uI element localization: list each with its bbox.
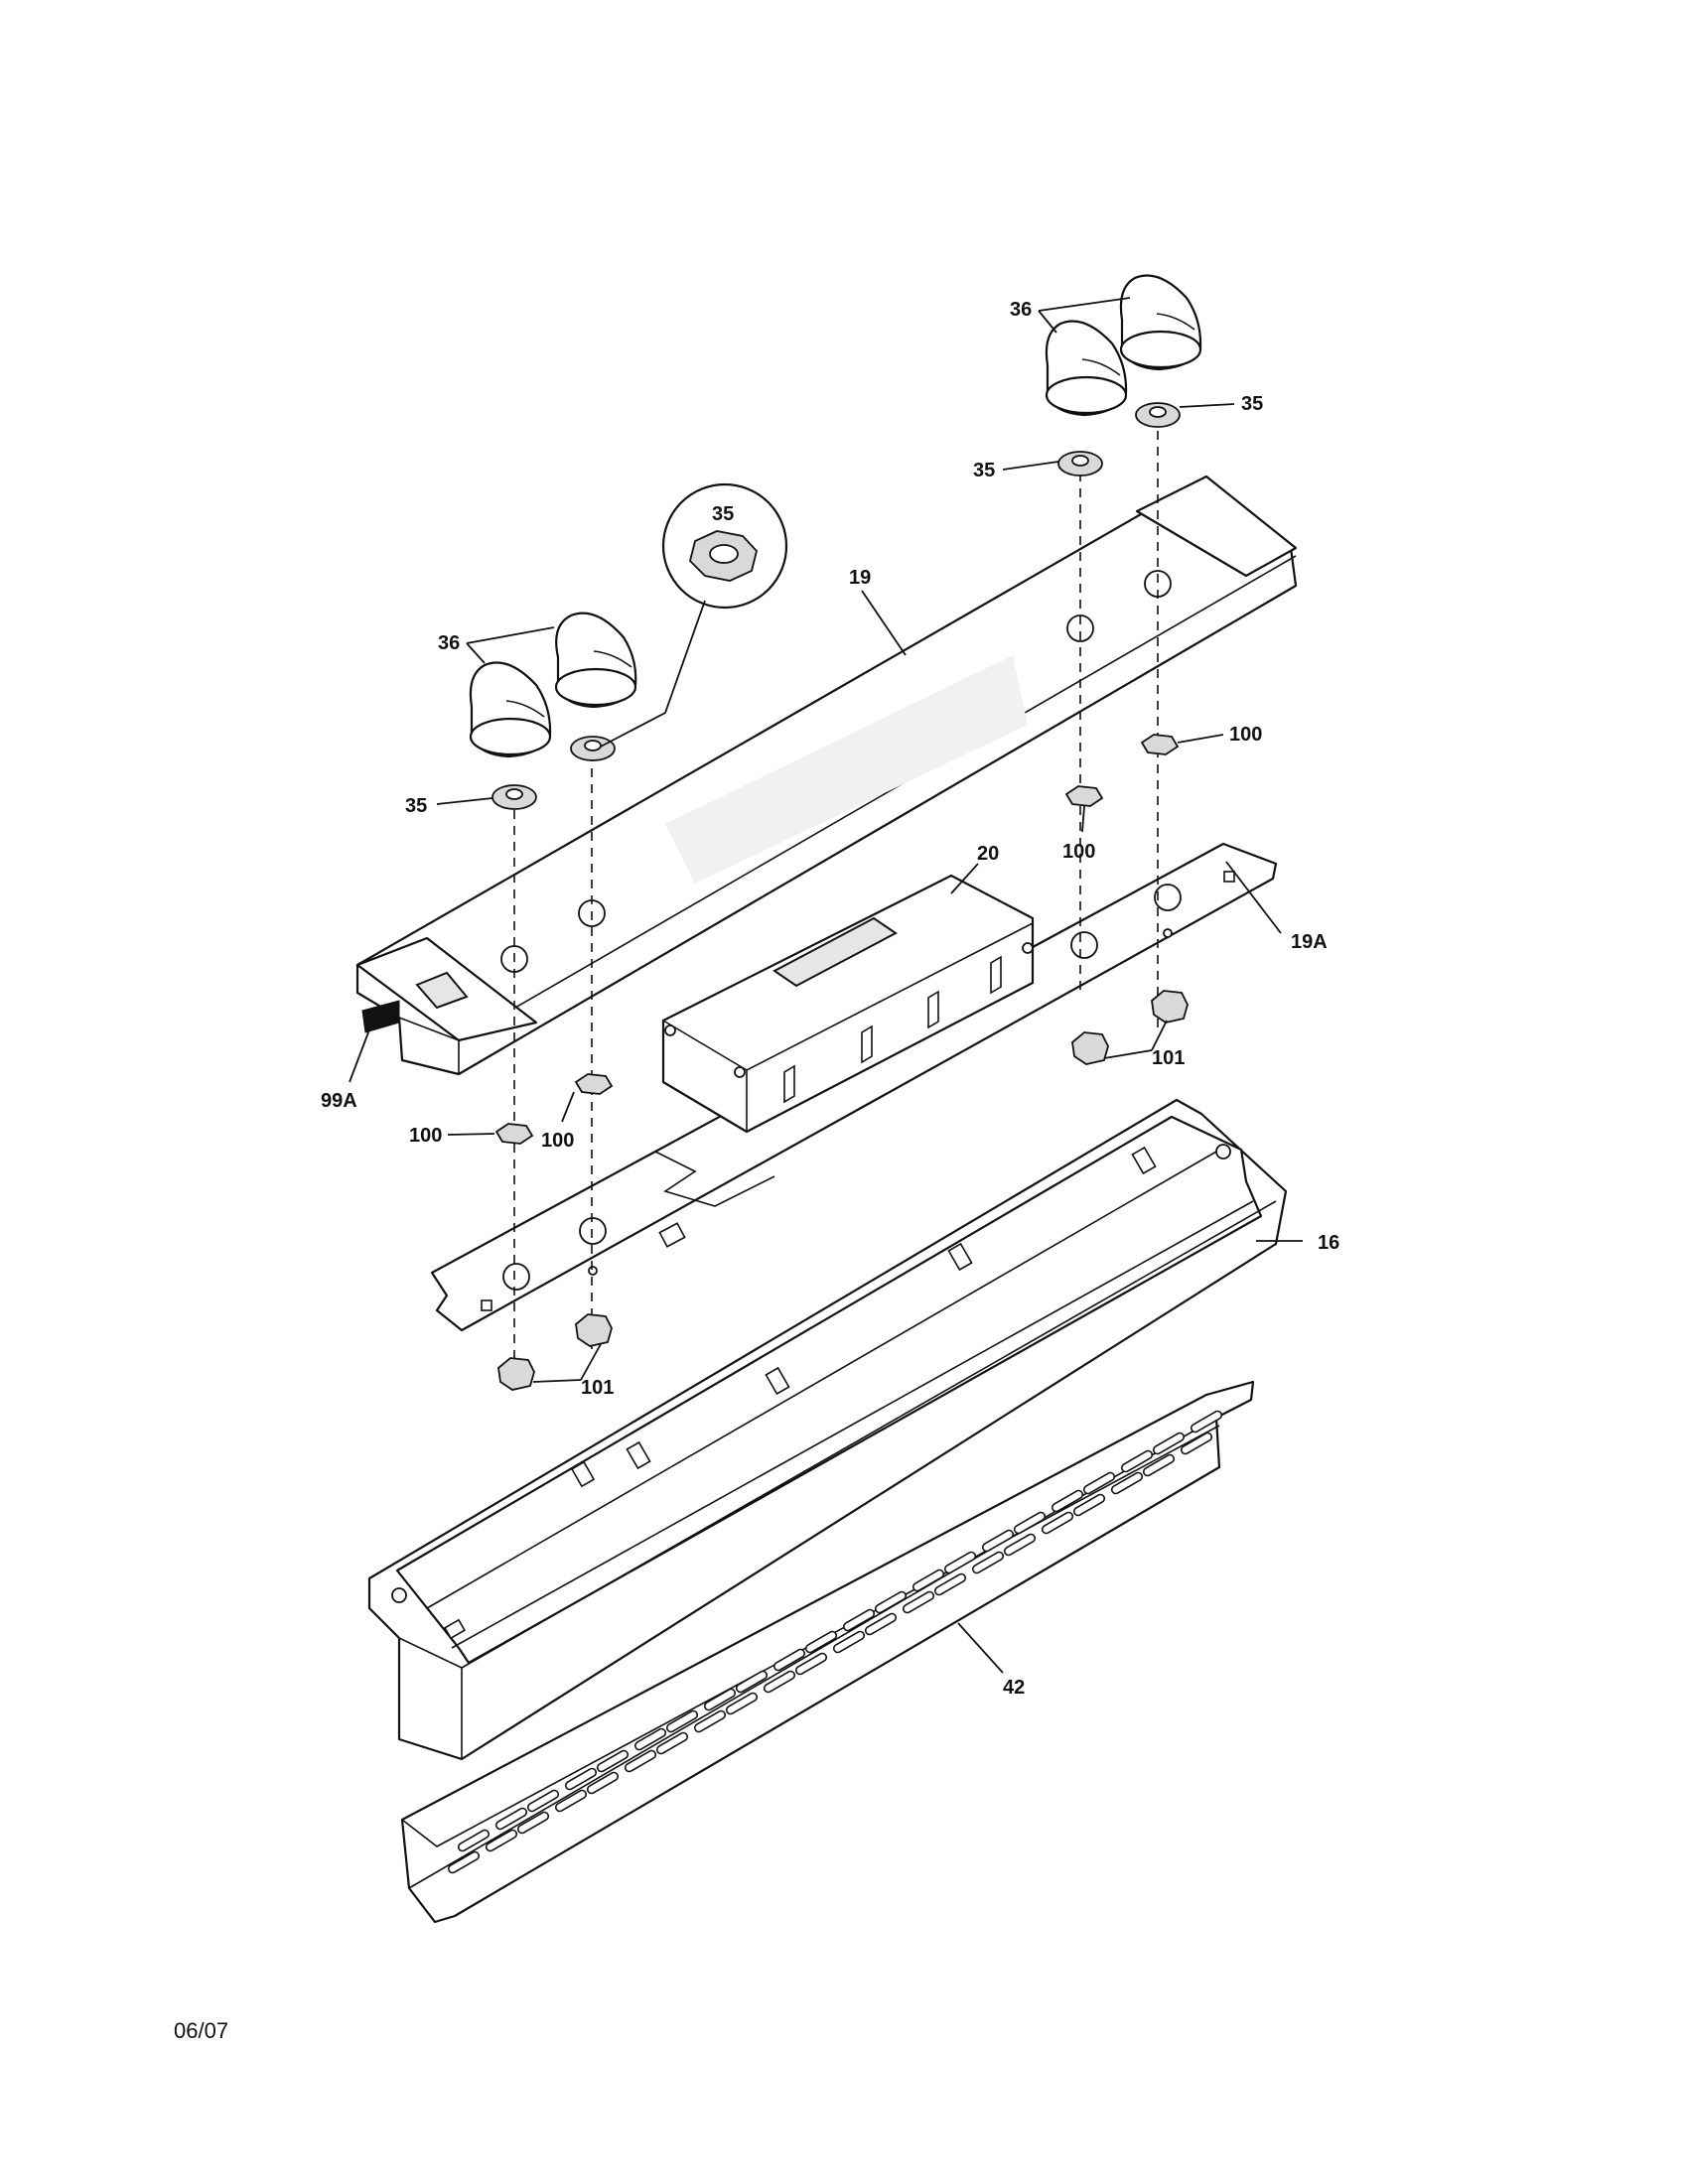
date-code: 06/07: [174, 2018, 228, 2043]
callout-labels: 36 36 35 35 35 35 19 20 19A 99A 100 100 …: [321, 299, 1339, 1699]
vent-slot: [971, 1551, 1005, 1574]
callout-panel: 19: [849, 567, 871, 589]
vent-slot: [981, 1529, 1015, 1553]
callout-nut-left: 101: [581, 1377, 614, 1399]
vent-trim-part: [400, 1380, 1255, 1924]
control-panel-part: [355, 475, 1298, 1076]
vent-slot: [665, 1709, 699, 1733]
callout-ribbon: 99A: [321, 1090, 357, 1112]
callout-washer-right-top: 35: [1241, 393, 1263, 415]
vent-slot: [772, 1648, 806, 1672]
nut-left-a: [497, 1357, 535, 1391]
vent-slot: [943, 1551, 977, 1574]
control-board-part: [661, 874, 1035, 1134]
alignment-lines: [513, 415, 1159, 1385]
callout-knob-left: 36: [438, 632, 460, 654]
vent-slot: [457, 1829, 491, 1852]
vent-slot: [933, 1572, 967, 1596]
vent-slot: [864, 1612, 898, 1636]
vent-slot: [794, 1652, 828, 1676]
callout-nut-right: 101: [1152, 1047, 1185, 1069]
vent-slot: [633, 1727, 667, 1751]
vent-slot: [494, 1807, 528, 1831]
vent-slot: [1180, 1432, 1213, 1455]
vent-slot: [586, 1771, 620, 1795]
nut-right-a: [1151, 990, 1189, 1024]
vent-slot: [804, 1630, 838, 1654]
callout-housing: 16: [1318, 1232, 1339, 1254]
knob-left-front: [469, 661, 552, 758]
callout-spacer-left-b: 100: [541, 1130, 574, 1152]
leader-lines: [349, 297, 1303, 1674]
vent-slot: [1110, 1471, 1144, 1495]
bracket-part: [430, 842, 1278, 1332]
vent-slot: [624, 1749, 657, 1773]
vent-slot: [554, 1789, 588, 1813]
washer-detail-circle: [600, 482, 788, 748]
washer-left-lower: [491, 784, 537, 810]
vent-slot: [596, 1749, 630, 1773]
vent-slot: [1041, 1511, 1074, 1535]
vent-slot: [832, 1630, 866, 1654]
vent-slot: [564, 1767, 598, 1791]
vent-slot: [447, 1850, 481, 1874]
callout-washer-left-lower: 35: [405, 795, 427, 817]
knob-left-rear: [554, 612, 637, 709]
knob-right-front: [1045, 320, 1128, 417]
vent-slot: [1051, 1489, 1084, 1513]
vent-slot: [1190, 1410, 1223, 1433]
callout-spacer-right-top: 100: [1229, 724, 1262, 746]
callout-washer-right-mid: 35: [973, 460, 995, 481]
vent-slot: [703, 1688, 737, 1711]
washer-right-mid: [1057, 451, 1103, 477]
vent-slot: [912, 1569, 945, 1592]
washer-right-top: [1135, 402, 1181, 428]
callout-spacer-right-mid: 100: [1062, 841, 1095, 863]
washer-left-upper: [570, 736, 616, 761]
vent-slot: [902, 1590, 935, 1614]
spacer-right-top: [1140, 734, 1180, 755]
vent-slot: [763, 1670, 796, 1694]
nut-left-b: [575, 1313, 613, 1347]
callout-knob-right: 36: [1010, 299, 1032, 321]
vent-slot: [693, 1709, 727, 1733]
vent-slot: [526, 1789, 560, 1813]
spacer-right-mid: [1064, 785, 1104, 807]
spacer-left-a: [494, 1123, 534, 1145]
knob-right-rear: [1119, 274, 1202, 371]
callout-spacer-left-a: 100: [409, 1125, 442, 1147]
vent-slot: [842, 1608, 876, 1632]
vent-slot: [874, 1590, 908, 1614]
vent-slot: [516, 1811, 550, 1835]
callout-bracket: 19A: [1291, 931, 1328, 953]
spacer-left-b: [574, 1073, 614, 1095]
callout-control-board: 20: [977, 843, 999, 865]
callout-washer-detail: 35: [712, 503, 734, 525]
housing-part: [367, 1098, 1288, 1761]
vent-slot: [1082, 1471, 1116, 1495]
nut-right-b: [1071, 1031, 1109, 1065]
vent-slot: [1142, 1453, 1176, 1477]
vent-slot: [1072, 1493, 1106, 1517]
callout-vent-trim: 42: [1003, 1677, 1025, 1699]
vent-slot: [1013, 1511, 1047, 1535]
vent-slot: [735, 1670, 769, 1694]
vent-slot: [655, 1731, 689, 1755]
vent-slot: [485, 1829, 518, 1852]
vent-slot: [725, 1692, 759, 1715]
vent-slot: [1120, 1449, 1154, 1473]
touchpad-area: [665, 655, 1028, 884]
vent-slot: [1003, 1533, 1037, 1557]
vent-slot: [1152, 1432, 1186, 1455]
